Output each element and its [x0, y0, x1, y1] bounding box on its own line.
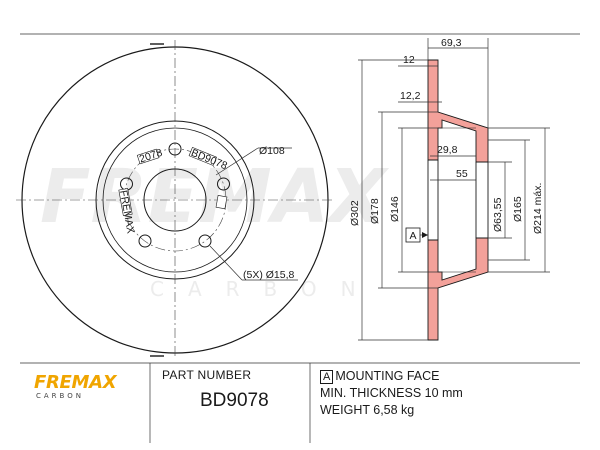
dim-overall-height: 69,3 — [441, 37, 462, 49]
datum-label: A — [410, 230, 417, 242]
part-number-value: BD9078 — [200, 390, 269, 411]
part-number-label: PART NUMBER — [162, 368, 252, 382]
logo-subtitle: CARBON — [36, 392, 84, 400]
dim-d214: Ø214 máx. — [532, 183, 544, 234]
marking-box — [215, 195, 228, 210]
dim-hat-wall: 12,2 — [400, 90, 421, 102]
dim-bolt-circle: Ø108 — [259, 145, 285, 157]
bolt-holes — [120, 142, 230, 248]
leader-bolt-circle — [215, 147, 259, 176]
watermark-brand: FREMAX — [40, 154, 390, 240]
dim-d178: Ø178 — [369, 198, 381, 224]
dim-disc-thickness: 12 — [403, 54, 415, 66]
brand-logo: FREMAX CARBON — [34, 372, 117, 400]
dim-center-depth: 55 — [456, 168, 468, 180]
bolt-hole — [138, 234, 152, 248]
dim-outer-diameter: Ø302 — [349, 200, 361, 226]
bolt-hole — [198, 234, 212, 248]
dim-d146: Ø146 — [389, 196, 401, 222]
datum-arrow — [422, 232, 428, 238]
section-view: 69,3 12 12,2 29,8 55 Ø302 Ø178 Ø146 Ø63,… — [349, 37, 550, 341]
spec-min-thickness: MIN. THICKNESS 10 mm — [320, 386, 463, 400]
dim-hub-depth: 29,8 — [437, 144, 458, 156]
dim-holes: (5X) Ø15,8 — [243, 269, 295, 281]
logo-wordmark: FREMAX — [34, 372, 117, 393]
section-profile-lower — [427, 237, 489, 341]
mounting-face-symbol: A — [320, 370, 334, 384]
leader-holes — [209, 245, 243, 281]
bolt-hole — [217, 177, 230, 191]
mounting-face-label: MOUNTING FACE — [335, 369, 440, 383]
dim-d165: Ø165 — [512, 196, 524, 222]
marking-box — [188, 147, 217, 166]
marking-box — [136, 148, 160, 165]
spec-weight: WEIGHT 6,58 kg — [320, 403, 415, 417]
hat-inner-edge — [102, 127, 248, 273]
front-view: 2078 BD9078 FREMAX Ø108 (5X) Ø15,8 — [16, 40, 334, 358]
dim-center-bore: Ø63,55 — [492, 197, 504, 232]
watermark-sub: CARBON — [150, 277, 380, 301]
marking-box — [118, 188, 133, 217]
bolt-hole — [168, 142, 182, 156]
